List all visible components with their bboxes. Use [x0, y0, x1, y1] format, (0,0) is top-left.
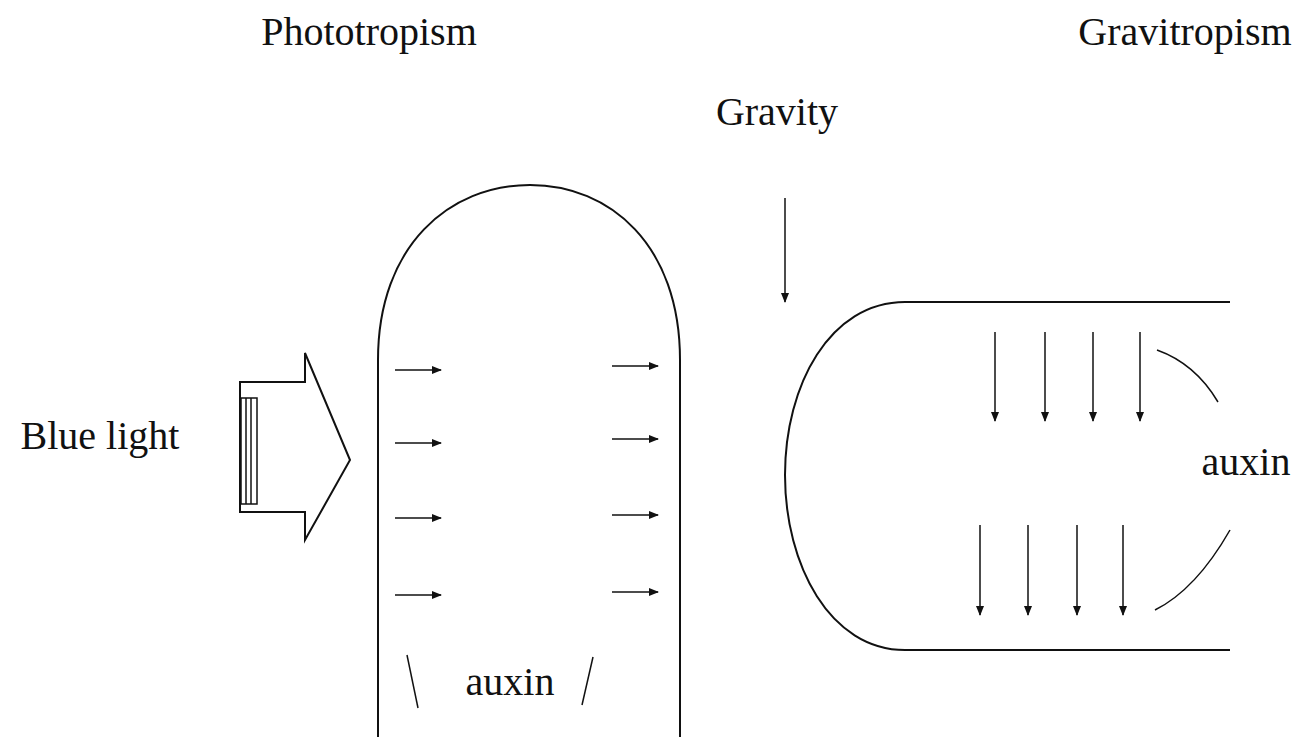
root-outline	[785, 302, 1230, 650]
hormone-label: auxin	[1202, 440, 1291, 484]
shoot-outline	[378, 185, 680, 737]
auxin-flow-arrows	[980, 332, 1140, 615]
light-arrow	[240, 353, 350, 540]
hormone-label: auxin	[466, 660, 555, 704]
auxin-flow-arrows	[395, 366, 658, 595]
stimulus-label: Blue light	[21, 414, 180, 458]
figure-title: Gravitropism	[1078, 10, 1291, 54]
filter-stripes	[241, 398, 257, 504]
leader-line	[407, 350, 1230, 708]
force-label: Gravity	[716, 90, 838, 134]
figure-title: Phototropism	[261, 10, 477, 54]
gravity-arrow	[784, 198, 786, 302]
